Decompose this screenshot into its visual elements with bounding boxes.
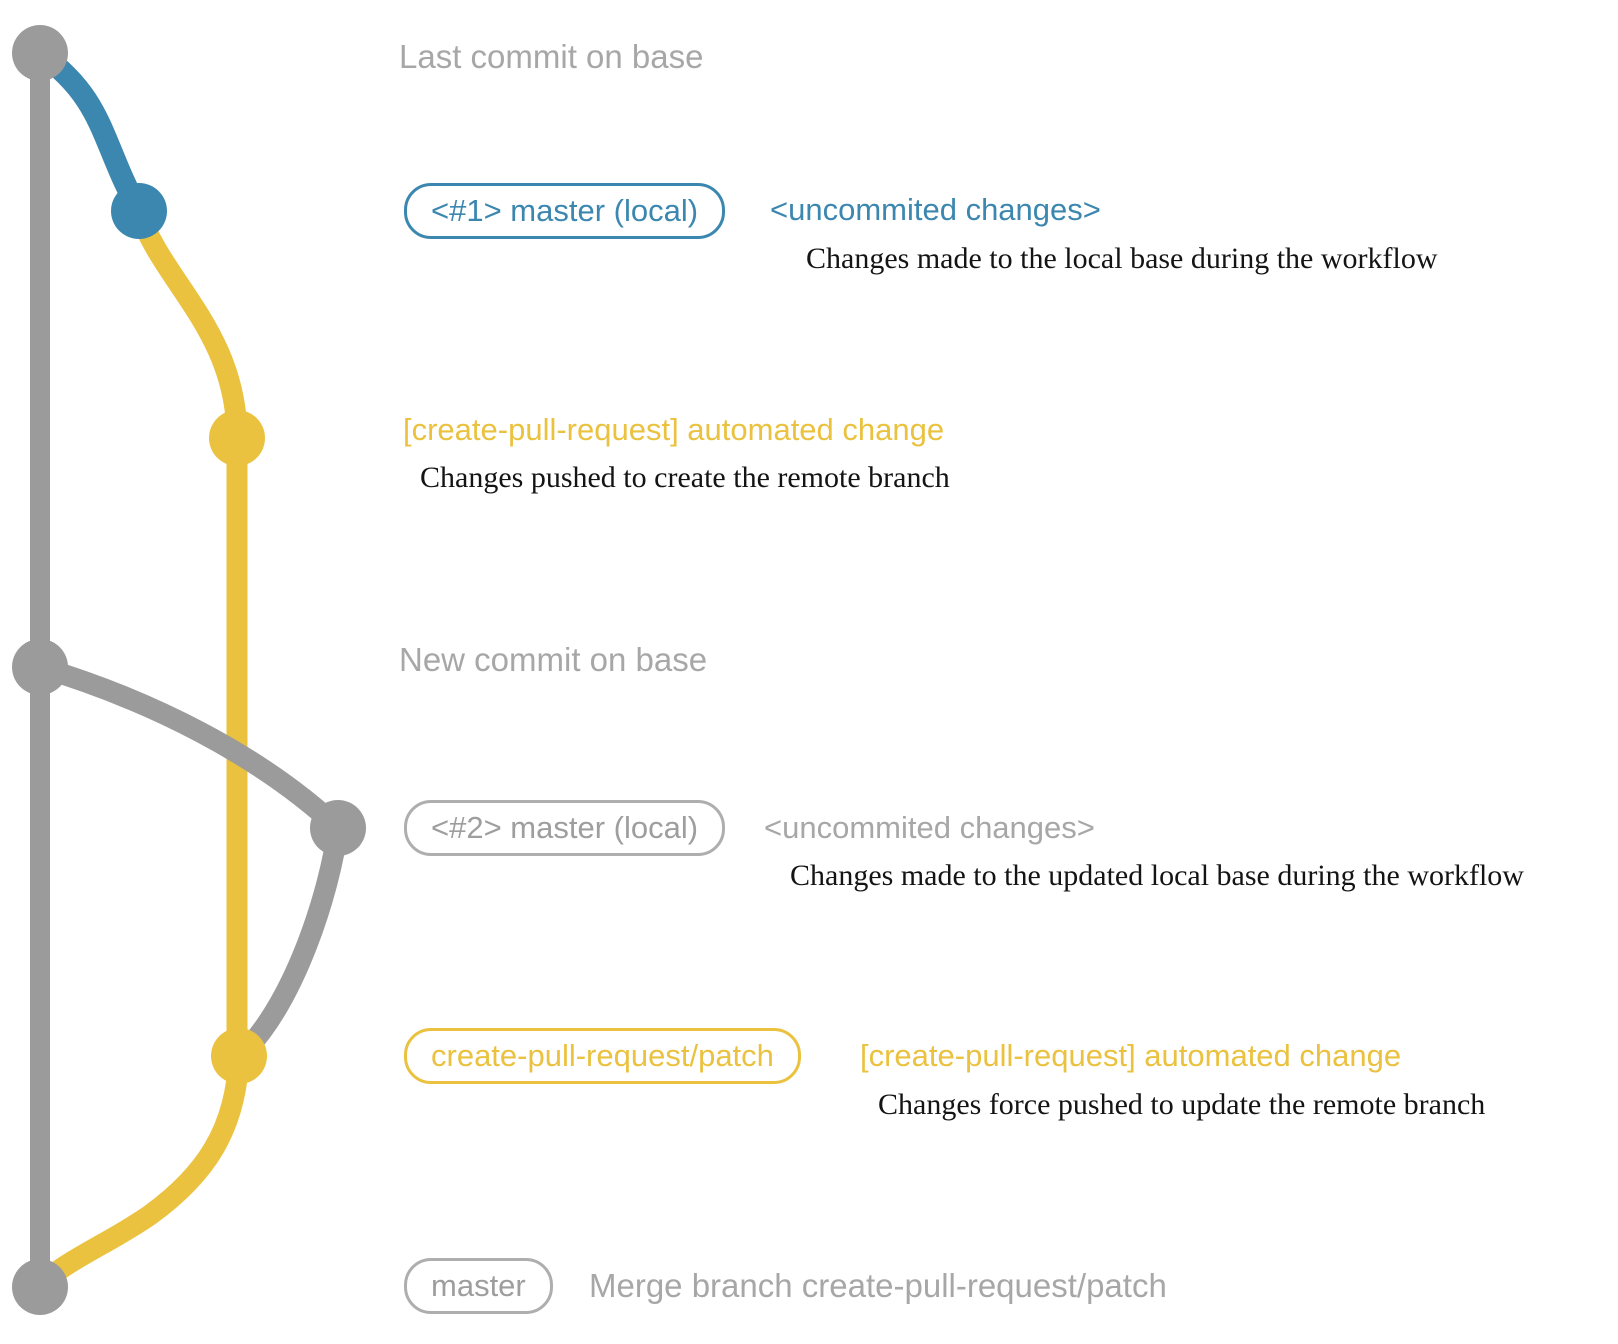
commit-dot-automated-change-1 <box>209 410 265 466</box>
badge-master-local-1: <#1> master (local) <box>404 183 726 239</box>
commit-dot-automated-change-2 <box>211 1028 267 1084</box>
commit-dot-last-base <box>12 25 68 81</box>
automated-change-heading-2: [create-pull-request] automated change <box>860 1038 1402 1073</box>
commit-dot-local-master-1 <box>111 183 167 239</box>
patch-branch-line <box>128 200 248 1067</box>
last-commit-label: Last commit on base <box>399 38 704 75</box>
caption-updated-local-base-changes: Changes made to the updated local base d… <box>790 859 1524 892</box>
caption-local-base-changes: Changes made to the local base during th… <box>806 242 1438 275</box>
commit-dot-new-base <box>12 639 68 695</box>
updated-local-branch-curve <box>29 656 349 839</box>
patch-merge-curve <box>31 1045 250 1296</box>
caption-force-push-update-branch: Changes force pushed to update the remot… <box>878 1088 1486 1121</box>
caption-push-create-branch: Changes pushed to create the remote bran… <box>420 461 950 494</box>
badge-create-pull-request-patch: create-pull-request/patch <box>404 1028 801 1084</box>
badge-master-local-2: <#2> master (local) <box>404 800 726 856</box>
badge-master: master <box>404 1258 553 1314</box>
force-push-curve <box>232 817 349 1064</box>
uncommited-changes-note-2: <uncommited changes> <box>764 810 1095 845</box>
commit-dot-local-master-2 <box>310 800 366 856</box>
merge-branch-note: Merge branch create-pull-request/patch <box>589 1267 1167 1304</box>
uncommited-changes-note-1: <uncommited changes> <box>770 192 1101 227</box>
new-commit-label: New commit on base <box>399 641 708 678</box>
commit-dot-merge <box>12 1259 68 1315</box>
automated-change-heading-1: [create-pull-request] automated change <box>403 412 945 447</box>
